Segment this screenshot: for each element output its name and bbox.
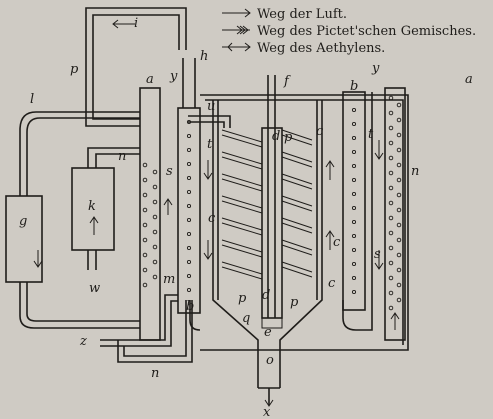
label-z: z [79,334,87,349]
label-c-mid: c [316,124,324,139]
label-l: l [30,92,34,107]
label-p-mid: p [284,130,293,145]
label-n-bottom: n [151,366,159,381]
label-w: w [89,281,100,296]
legend-air-label: Weg der Luft. [257,7,347,22]
label-p-low2: p [290,295,299,310]
label-b-top: b [350,79,358,94]
column-a-left [139,87,161,341]
inner-vessel [212,100,323,389]
coil [221,129,313,280]
main-tank [200,94,409,351]
label-u: u [207,99,215,114]
bottom-pipes [100,294,201,363]
column-b-left [177,58,201,314]
column-a-right [384,87,406,341]
condenser-k [71,167,115,251]
label-t-right: t [368,127,374,142]
dots-b-left [186,119,192,293]
column-b-right [342,91,373,331]
label-c-right: c [333,235,341,250]
label-p-low: p [238,291,247,306]
label-t-left: t [207,137,213,152]
legend: Weg der Luft. Weg des Pictet'schen Gemis… [222,7,476,56]
label-k: k [88,199,96,214]
label-g: g [19,214,27,229]
legend-pictet-arrow [222,25,250,35]
label-c-left: c [208,211,216,226]
label-n-left: n [118,149,126,164]
legend-air-arrow [222,8,251,18]
legend-ethylene-label: Weg des Aethylens. [257,41,385,56]
dots-a-left [142,162,158,288]
central-shaft [261,75,283,329]
label-s-right: s [374,247,381,262]
label-a-right: a [465,72,473,87]
labels: i h a a y y f b b l p u n n s s t t k g … [19,16,473,419]
label-d-bottom: d [262,288,270,303]
label-c-low: c [328,276,336,291]
label-e: e [264,325,272,340]
label-n-right: n [411,164,419,179]
pipe-l [19,111,140,329]
label-s-left: s [166,164,173,179]
label-f: f [283,74,291,89]
pipe-u [188,115,231,128]
pipe-k-upper [87,147,140,168]
pipe-p [85,95,140,127]
label-y-left: y [169,69,178,84]
label-o: o [266,353,274,368]
compressor-g [5,195,43,283]
label-m: m [163,272,175,287]
label-q: q [242,311,250,326]
flow-arrows [33,140,400,330]
label-x: x [263,405,271,419]
dots-a-right [388,95,402,311]
label-b-bottom: b [186,299,194,314]
top-pipe-i [85,7,187,95]
label-i: i [134,16,138,31]
label-d-top: d [272,129,280,144]
legend-ethylene-arrow [222,42,251,52]
label-y-right: y [371,61,380,76]
label-h: h [200,49,208,64]
label-a-left: a [146,72,154,87]
label-p-top: p [70,62,79,77]
legend-pictet-label: Weg des Pictet'schen Gemisches. [257,24,476,39]
dots-b-right [351,107,357,295]
